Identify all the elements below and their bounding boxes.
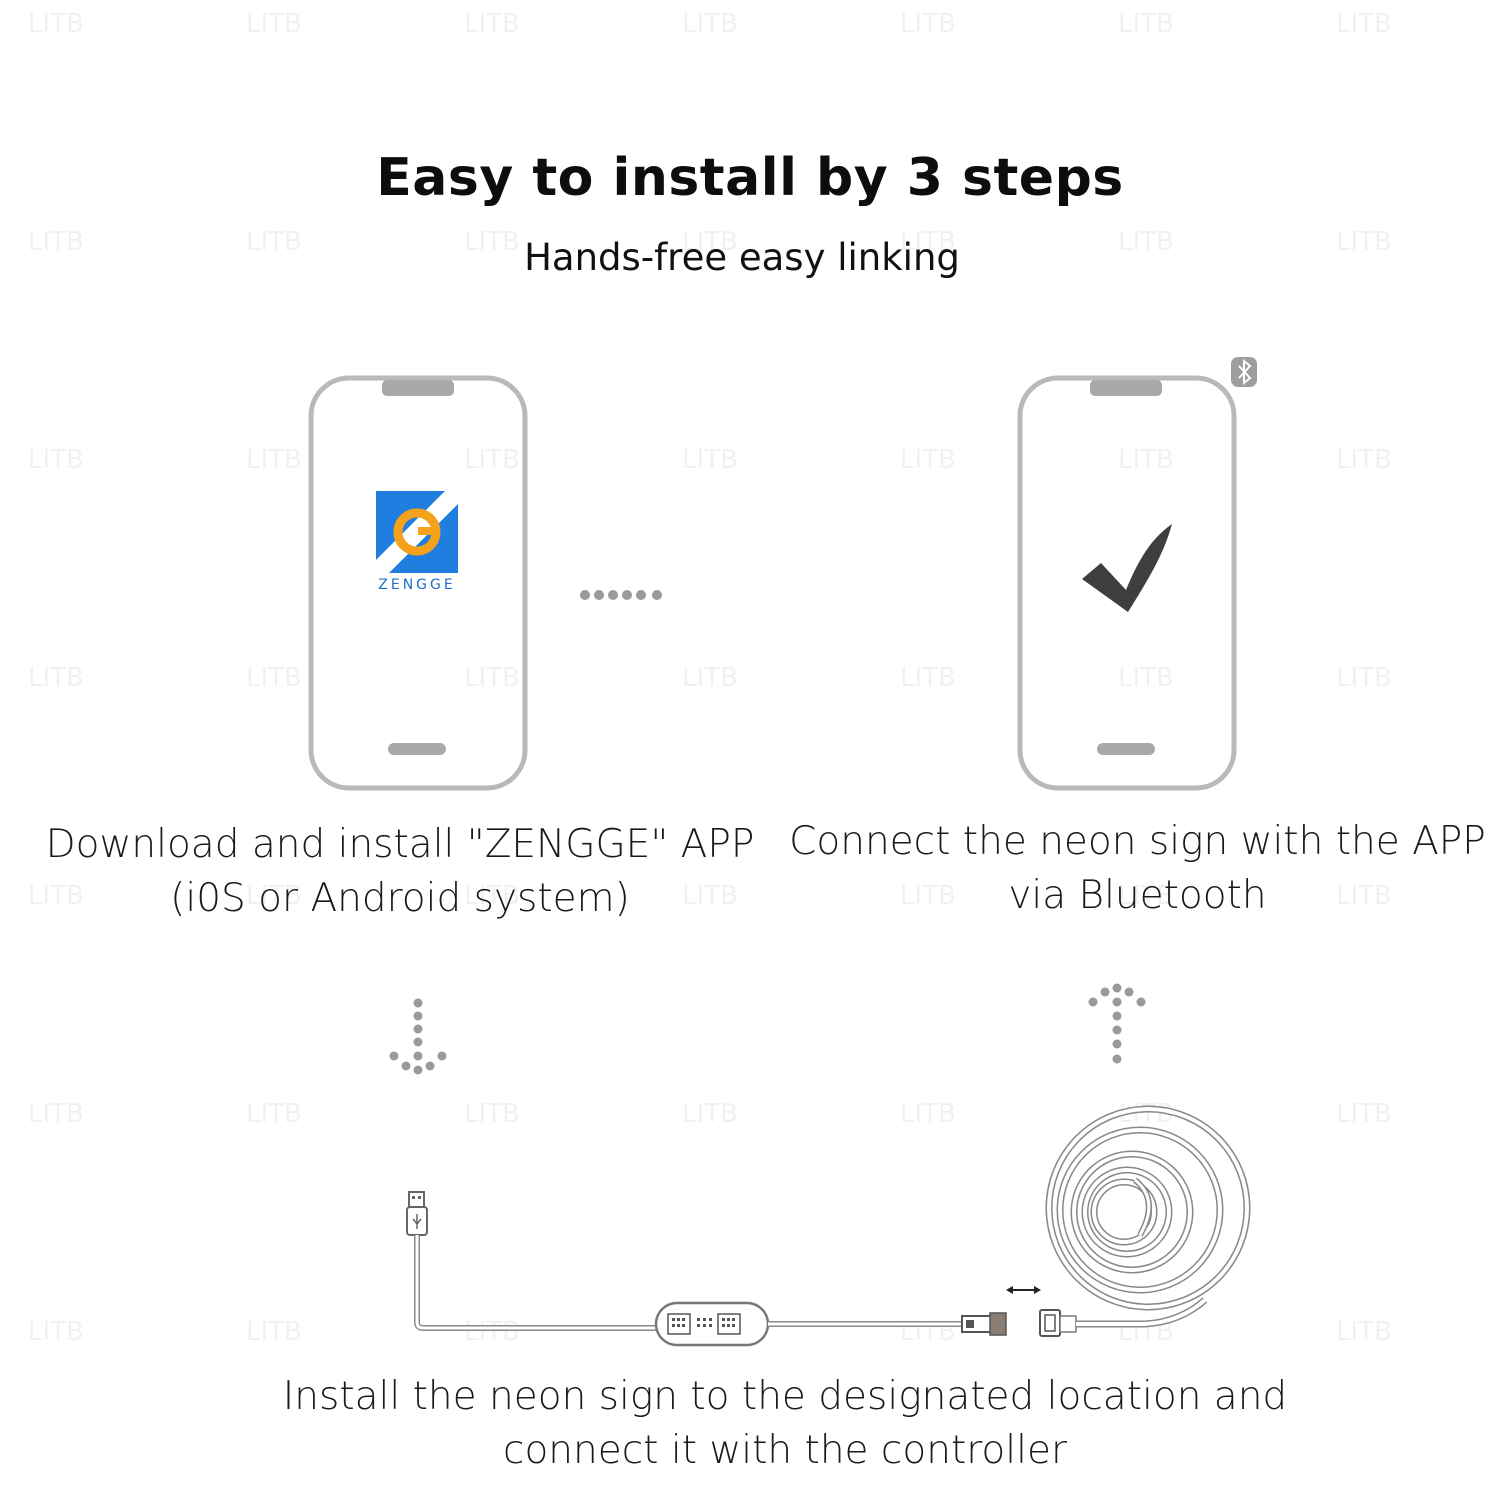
watermark-text: LITB [464,663,520,693]
watermark-text: LITB [1118,227,1174,257]
watermark-text: LITB [1118,881,1174,911]
watermark-text: LITB [246,9,302,39]
checkmark-icon [1082,524,1172,612]
watermark-text: LITB [246,881,302,911]
watermark-text: LITB [900,881,956,911]
watermark-text: LITB [28,1317,84,1347]
watermark-text: LITB [464,227,520,257]
watermark-text: LITB [1118,663,1174,693]
page-title: Easy to install by 3 steps [376,148,1124,208]
zengge-app-logo: ZENGGE [376,491,458,593]
watermark-text: LITB [28,9,84,39]
connect-double-arrow-icon [1006,1286,1041,1294]
watermark-text: LITB [1336,1317,1392,1347]
watermark-text: LITB [1336,881,1392,911]
zengge-wordmark: ZENGGE [378,577,455,593]
usb-plug-icon [406,1191,428,1236]
step-1-line-2: (i0S or Android system) [170,876,630,921]
dotted-arrow-up-icon [1088,983,1146,1064]
watermark-text: LITB [28,227,84,257]
watermark-text: LITB [900,445,956,475]
step-2-line-2: via Bluetooth [1008,873,1267,918]
step-3-caption: Install the neon sign to the designated … [230,1370,1340,1478]
smartphone-icon [308,375,528,791]
watermark-text: LITB [1118,9,1174,39]
smartphone-icon [1017,375,1237,791]
watermark-text: LITB [1118,445,1174,475]
step-1-line-1: Download and install "ZENGGE" APP [45,822,755,867]
watermark-text: LITB [682,9,738,39]
watermark-text: LITB [464,881,520,911]
dotted-arrow-down-icon [389,998,447,1075]
step-2-line-1: Connect the neon sign with the APP [789,819,1486,864]
watermark-text: LITB [464,9,520,39]
watermark-text: LITB [1336,227,1392,257]
watermark-text: LITB [246,1099,302,1129]
step-3-line-1: Install the neon sign to the designated … [282,1374,1288,1419]
page-subtitle: Hands-free easy linking [524,236,960,279]
watermark-text: LITB [1336,445,1392,475]
watermark-text: LITB [1336,9,1392,39]
watermark-text: LITB [246,1317,302,1347]
connector-socket [1039,1309,1077,1337]
watermark-text: LITB [682,881,738,911]
watermark-text: LITB [682,663,738,693]
watermark-text: LITB [246,445,302,475]
watermark-text: LITB [682,1099,738,1129]
watermark-text: LITB [464,1317,520,1347]
watermark-text: LITB [28,1099,84,1129]
connection-dots [580,590,662,600]
watermark-text: LITB [900,227,956,257]
neon-strip-coil-icon [1045,1105,1251,1328]
step-3-line-2: connect it with the controller [503,1428,1067,1473]
watermark-text: LITB [246,663,302,693]
cable [414,1235,660,1331]
watermark-text: LITB [28,881,84,911]
watermark-text: LITB [682,445,738,475]
watermark-text: LITB [464,445,520,475]
watermark-text: LITB [682,227,738,257]
watermark-text: LITB [28,445,84,475]
watermark-text: LITB [246,227,302,257]
connector-plug [961,1312,1007,1336]
watermark-text: LITB [1336,663,1392,693]
bluetooth-icon [1231,357,1257,387]
watermark-text: LITB [900,9,956,39]
watermark-text: LITB [900,663,956,693]
watermark-text: LITB [1336,1099,1392,1129]
watermark-text: LITB [28,663,84,693]
watermark-text: LITB [900,1099,956,1129]
step-1-caption: Download and install "ZENGGE" APP (i0S o… [30,818,770,926]
watermark-text: LITB [464,1099,520,1129]
step-2-caption: Connect the neon sign with the APP via B… [780,815,1495,923]
controller-box-icon [654,1301,770,1347]
